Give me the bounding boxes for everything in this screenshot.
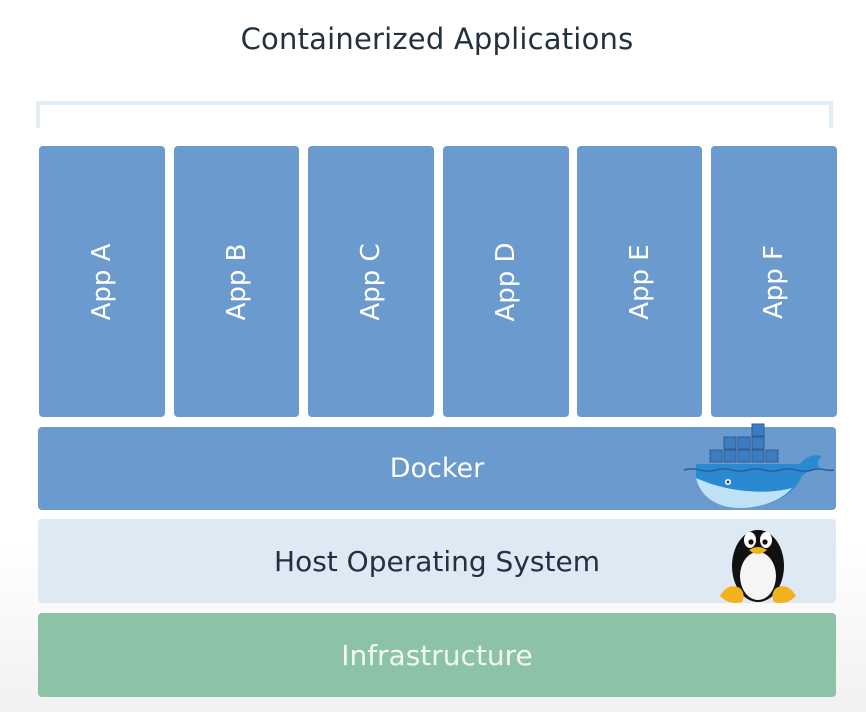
host-os-layer: Host Operating System bbox=[38, 519, 836, 603]
app-c-block: App C bbox=[308, 146, 434, 417]
diagram-title: Containerized Applications bbox=[240, 22, 634, 56]
app-b-label: App B bbox=[221, 243, 252, 320]
app-a-block: App A bbox=[39, 146, 165, 417]
app-f-block: App F bbox=[711, 146, 837, 417]
infrastructure-label: Infrastructure bbox=[341, 638, 533, 672]
app-d-block: App D bbox=[443, 146, 569, 417]
app-c-label: App C bbox=[356, 242, 386, 321]
apps-bracket bbox=[36, 101, 833, 128]
app-a-label: App A bbox=[87, 243, 117, 320]
app-b-block: App B bbox=[174, 146, 299, 417]
infrastructure-layer: Infrastructure bbox=[38, 613, 836, 697]
tux-penguin-icon bbox=[720, 530, 796, 604]
docker-label: Docker bbox=[389, 453, 485, 484]
app-f-label: App F bbox=[759, 244, 789, 319]
docker-whale-icon bbox=[683, 423, 835, 508]
app-d-label: App D bbox=[491, 241, 521, 322]
app-e-block: App E bbox=[577, 146, 702, 417]
host-os-label: Host Operating System bbox=[274, 544, 600, 578]
app-e-label: App E bbox=[624, 243, 655, 320]
